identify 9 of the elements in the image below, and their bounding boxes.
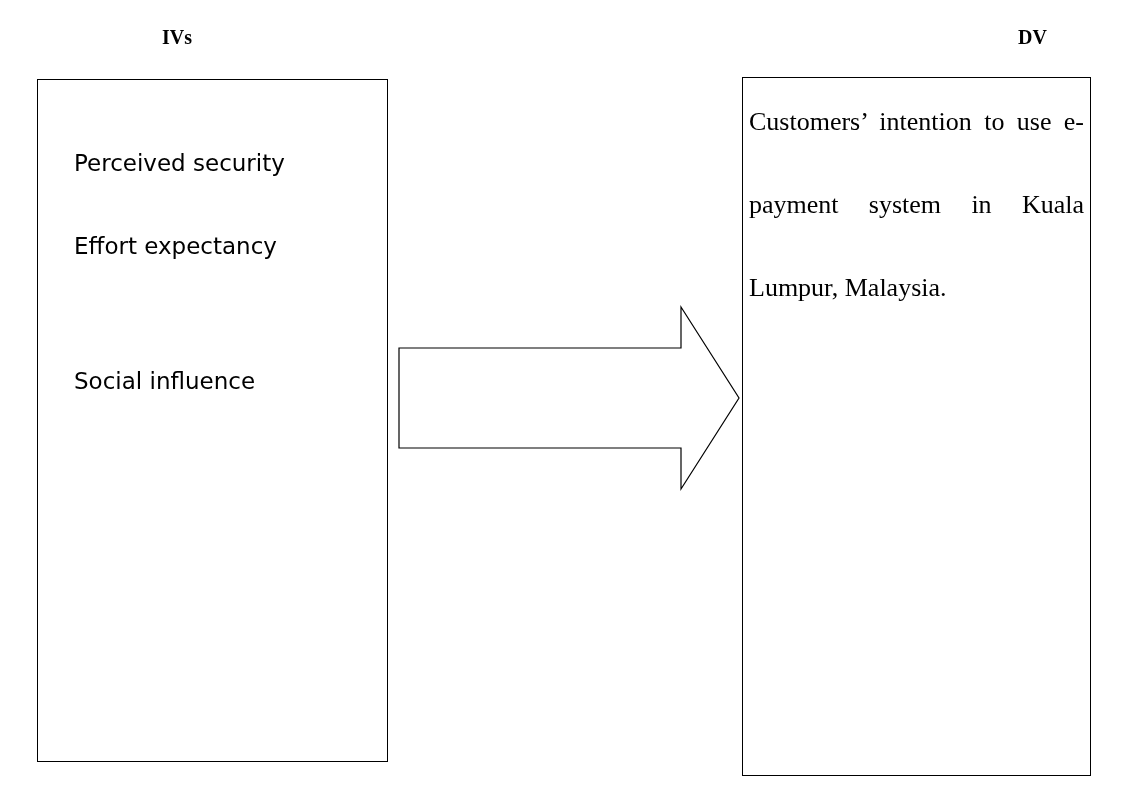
variable-text: Effort expectancy (74, 233, 277, 259)
variable-text: Social influence (74, 368, 256, 394)
variable-text: Customers’ intention to use e-payment system in Kuala Lumpur, Malaysia. (749, 106, 1084, 304)
block-arrow (398, 304, 740, 492)
column-heading: DV (1018, 26, 1047, 49)
variables-box (37, 79, 388, 762)
outcome-box (742, 77, 1091, 776)
column-heading: IVs (162, 26, 192, 49)
variable-text: Perceived security (74, 150, 285, 176)
